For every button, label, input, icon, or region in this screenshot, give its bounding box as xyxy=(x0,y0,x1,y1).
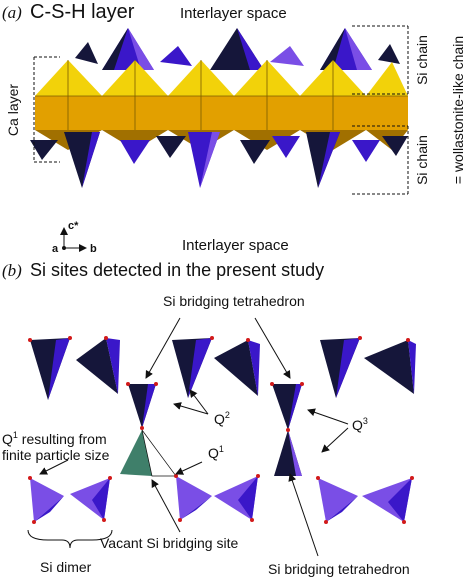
panel-b-letter: (b) xyxy=(2,261,22,280)
panel-a: (a) C-S-H layer Interlayer space xyxy=(2,1,466,255)
axis-c: c* xyxy=(68,220,79,232)
si-tetra xyxy=(176,476,212,520)
si-dimer-label: Si dimer xyxy=(40,559,92,575)
lower-chain xyxy=(30,429,412,522)
interlayer-bottom-label: Interlayer space xyxy=(182,237,289,254)
panel-a-letter: (a) xyxy=(2,3,22,22)
annotation-arrows xyxy=(39,317,349,557)
si-tetra xyxy=(318,478,358,522)
wollastonite-label: = wollastonite-like chain xyxy=(450,36,466,184)
teal-tetra xyxy=(120,430,152,476)
ca-layer-bracket xyxy=(33,56,60,163)
interlayer-top-label: Interlayer space xyxy=(180,5,287,22)
oxygen-nodes xyxy=(28,336,414,524)
q1-finite-label: Q1 resulting from xyxy=(2,430,107,447)
si-tetra xyxy=(76,338,118,394)
si-chain-brackets xyxy=(352,25,409,195)
si-dimer-brace xyxy=(27,529,113,549)
si-chain-bottom-label: Si chain xyxy=(414,135,430,185)
si-tetra xyxy=(214,340,258,396)
q2-label: Q2 xyxy=(214,410,230,427)
bridging-top-label: Si bridging tetrahedron xyxy=(163,293,305,309)
panel-b-title: Si sites detected in the present study xyxy=(30,260,324,280)
vacant-site-label: Vacant Si bridging site xyxy=(100,535,238,551)
q1-label: Q1 xyxy=(208,444,224,461)
panel-a-title: C-S-H layer xyxy=(30,1,135,23)
bottom-si-chain xyxy=(30,132,408,188)
ca-layer-octahedra xyxy=(35,60,408,150)
axes-indicator: c* a b xyxy=(52,220,97,255)
si-chain-top-label: Si chain xyxy=(414,35,430,85)
ca-layer-label: Ca layer xyxy=(5,84,21,136)
si-tetra xyxy=(364,340,414,394)
vacant-site xyxy=(141,429,177,477)
q1-finite-label-line2: finite particle size xyxy=(2,447,110,463)
q3-label: Q3 xyxy=(352,416,368,433)
panel-b: (b) Si sites detected in the present stu… xyxy=(2,260,416,577)
axis-b: b xyxy=(90,243,97,255)
bridging-bottom-label: Si bridging tetrahedron xyxy=(268,561,410,577)
si-dimer-tetra xyxy=(30,478,64,522)
axis-a: a xyxy=(52,243,59,255)
upper-chain xyxy=(30,338,416,430)
top-si-chain xyxy=(75,28,400,70)
